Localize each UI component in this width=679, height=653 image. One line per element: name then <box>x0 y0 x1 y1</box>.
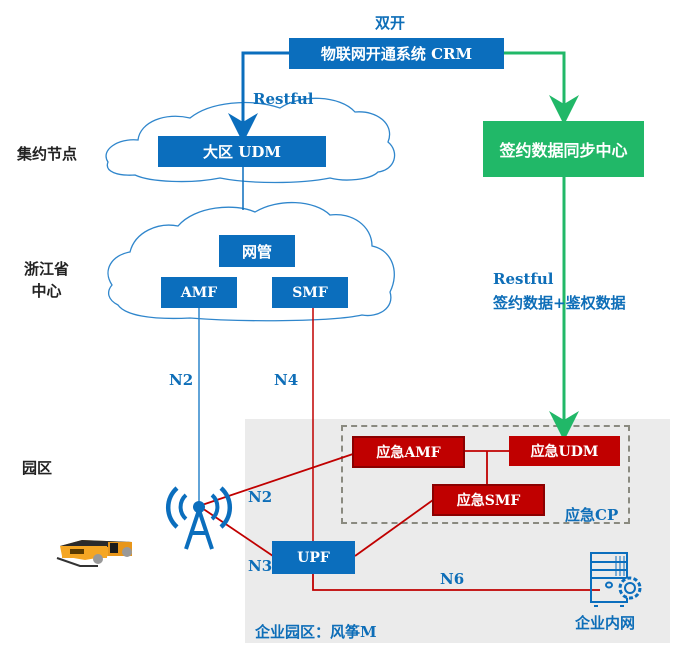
tier-park-label: 园区 <box>22 459 53 477</box>
agv-robot-icon <box>56 540 132 567</box>
interface-n6-label: N6 <box>440 570 465 588</box>
nms-box[interactable]: 网管 <box>219 235 295 267</box>
crm-system-box[interactable]: 物联网开通系统 CRM <box>289 38 504 69</box>
interface-n4-label: N4 <box>274 371 299 389</box>
restful-left-label: Restful <box>253 90 314 108</box>
emergency-cp-label: 应急CP <box>565 506 619 524</box>
dual-open-label: 双开 <box>375 14 406 32</box>
upf-to-intranet-line <box>312 572 600 591</box>
sync-center-box[interactable]: 签约数据同步中心 <box>483 121 644 177</box>
interface-n2-upper-label: N2 <box>169 371 194 389</box>
upf-box[interactable]: UPF <box>272 541 355 574</box>
crm-to-udm-arrow <box>228 51 289 143</box>
emergency-smf-box[interactable]: 应急SMF <box>432 484 545 516</box>
enterprise-intranet-label: 企业内网 <box>575 614 636 632</box>
region-udm-box[interactable]: 大区 UDM <box>158 136 326 167</box>
tower-to-upf-line <box>198 505 274 557</box>
upf-to-emergency-smf-line <box>354 499 434 557</box>
emergency-amf-box[interactable]: 应急AMF <box>352 436 465 468</box>
amf-box[interactable]: AMF <box>161 277 237 308</box>
interface-n2-lower-label: N2 <box>248 488 273 506</box>
smf-box[interactable]: SMF <box>272 277 348 308</box>
crm-to-sync-arrow <box>504 51 579 125</box>
emergency-cp-boundary <box>341 425 630 524</box>
subscription-auth-data-label: 签约数据+鉴权数据 <box>493 294 626 312</box>
interface-n3-label: N3 <box>248 557 273 575</box>
enterprise-park-label: 企业园区：风筝M <box>255 623 377 641</box>
tier-aggregation-label: 集约节点 <box>17 145 78 163</box>
emergency-udm-box[interactable]: 应急UDM <box>509 436 620 466</box>
cell-tower-icon <box>166 486 232 550</box>
tower-to-emergency-amf-line <box>198 453 354 507</box>
server-gear-icon <box>590 552 642 607</box>
tier-province-label: 浙江省 中心 <box>24 260 70 300</box>
restful-right-label: Restful <box>493 270 554 288</box>
